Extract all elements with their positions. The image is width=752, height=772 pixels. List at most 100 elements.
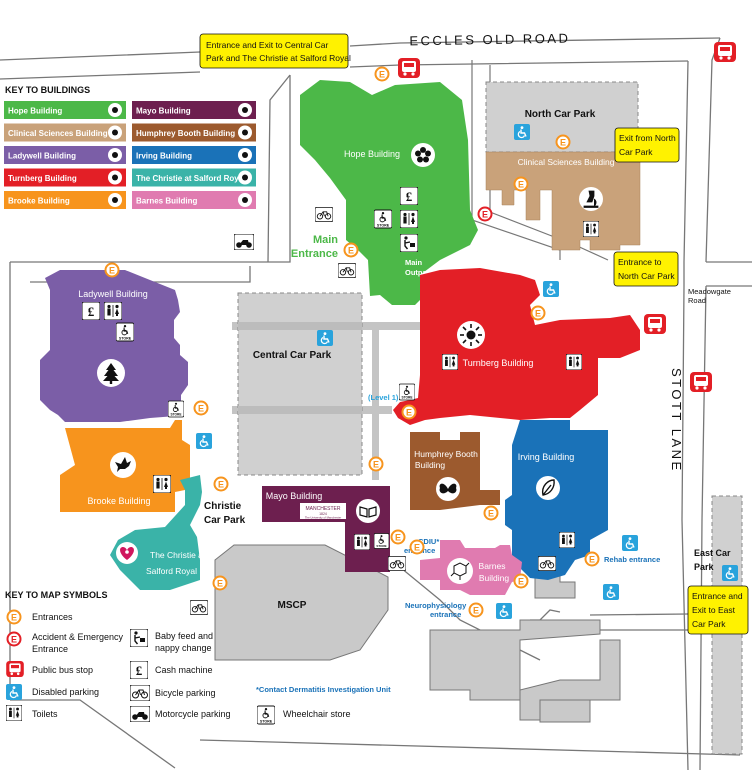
book-icon [356, 499, 380, 523]
christie-car-park-label-2: Car Park [204, 515, 246, 526]
key-building-swatch [132, 146, 256, 164]
key-building-label: Hope Building [8, 107, 62, 116]
key-symbol-label: Toilets [32, 709, 58, 719]
toilets-icon [442, 354, 458, 370]
key-building-swatch [4, 123, 126, 142]
leaf-icon-glyph [242, 152, 248, 158]
bicycle-icon [315, 207, 333, 222]
key-building-label: Clinical Sciences Building [8, 129, 108, 138]
callout-entrance-north-line1: Entrance to [618, 257, 662, 267]
central-car-park: Central Car Park [237, 292, 363, 476]
key-building-swatch [4, 168, 126, 187]
wheelchair-store-icon [168, 400, 184, 418]
humphrey-label-2: Building [415, 460, 446, 470]
central-car-park-label: Central Car Park [253, 350, 332, 361]
key-building-label: Ladywell Building [8, 152, 76, 161]
baby-feed-icon [130, 629, 148, 647]
east-car-park-label-1: East Car [694, 548, 731, 558]
disabled-parking-icon [196, 433, 212, 449]
key-symbol-label: Disabled parking [32, 687, 99, 697]
humphrey-label-1: Humphrey Booth [414, 449, 478, 459]
meadowgate-road-label-2: Road [688, 296, 706, 305]
cash-machine-icon [130, 661, 148, 679]
hope-building-label: Hope Building [344, 149, 400, 159]
bird-icon [110, 452, 136, 478]
disabled-parking-icon [543, 281, 559, 297]
key-building-swatch [4, 101, 126, 119]
callout-exit-north: Exit from North Car Park [614, 127, 680, 163]
toilets-icon [6, 705, 22, 721]
manchester-logo-icon-glyph [242, 107, 248, 113]
bird-icon-glyph [112, 197, 118, 203]
eccles-old-road-label: ECCLES OLD ROAD [409, 31, 570, 49]
entrance-icon [513, 176, 529, 192]
christie-heart-icon-glyph [242, 174, 248, 181]
key-symbols-title: KEY TO MAP SYMBOLS [5, 590, 108, 600]
stott-lane-label: STOTT LANE [669, 368, 684, 473]
butterfly-icon [436, 477, 460, 501]
christie-building: The Christie at Salford Royal [110, 475, 206, 590]
entrance-icon [193, 400, 209, 416]
key-building-label: The Christie at Salford Royal [136, 174, 245, 183]
bus-icon [714, 42, 736, 62]
wheelchair-store-icon [374, 532, 389, 550]
north-car-park-label: North Car Park [525, 109, 596, 120]
entrance-icon [555, 134, 571, 150]
bicycle-icon [338, 263, 356, 278]
key-buildings-title: KEY TO BUILDINGS [5, 85, 90, 95]
mayo-label: Mayo Building [266, 491, 323, 501]
irving-label: Irving Building [518, 452, 575, 462]
key-building-swatch [4, 191, 126, 209]
entrance-icon [368, 456, 384, 472]
east-car-park-label-2: Park [694, 562, 715, 572]
callout-east-line2: Exit to East [692, 605, 736, 615]
internal-road-north [471, 60, 561, 260]
christie-label-1: The Christie at [150, 550, 206, 560]
key-symbol-label-2: nappy change [155, 643, 212, 653]
disabled-parking-icon [722, 565, 738, 581]
microscope-icon [579, 187, 603, 211]
entrance-icon [530, 305, 546, 321]
hope-building: Hope Building Main Outpatients [300, 80, 478, 305]
rehab-entrance-label: Rehab entrance [604, 555, 660, 564]
callout-top-line1: Entrance and Exit to Central Car [206, 40, 329, 50]
unnamed-buildings [429, 574, 621, 723]
baby-feed-icon [400, 234, 418, 252]
bus-icon [690, 372, 712, 392]
key-building-swatch [132, 168, 256, 187]
key-to-map-symbols: KEY TO MAP SYMBOLS Entrances Accident & … [5, 590, 391, 725]
flower-icon [411, 143, 435, 167]
butterfly-icon-glyph [242, 129, 248, 136]
molecule-icon-glyph [242, 197, 248, 203]
bicycle-icon [130, 685, 150, 701]
key-symbol-label: Entrances [32, 612, 73, 622]
callout-entrance-north: Entrance to North Car Park [613, 251, 679, 287]
key-building-label: Brooke Building [8, 197, 70, 206]
bicycle-icon [388, 556, 406, 571]
callout-east-line3: Car Park [692, 619, 726, 629]
key-building-label: Turnberg Building [8, 174, 77, 183]
key-symbol-label: Bicycle parking [155, 688, 216, 698]
wheelchair-store-icon [257, 705, 275, 725]
key-building-swatch [4, 146, 126, 164]
turnberg-building: Turnberg Building [393, 268, 640, 425]
callout-top-line2: Park and The Christie at Salford Royal [206, 53, 351, 63]
entrance-icon [584, 551, 600, 567]
christie-car-park-label-1: Christie [204, 501, 242, 512]
neuro-entrance-label-1: Neurophysiology [405, 601, 467, 610]
brooke-label: Brooke Building [87, 496, 150, 506]
meadowgate-road-label-1: Meadowgate [688, 287, 731, 296]
wheelchair-store-icon [399, 383, 415, 401]
main-outpatients-label-2: Outpatients [405, 268, 447, 277]
irving-building: Irving Building [505, 420, 608, 580]
bus-icon [644, 314, 666, 334]
entrance-icon [6, 609, 22, 625]
bus-icon [398, 58, 420, 78]
sun-icon [457, 321, 485, 349]
entrance-icon [390, 529, 406, 545]
christie-heart-icon [116, 542, 138, 564]
key-symbol-label-2: Entrance [32, 644, 68, 654]
main-entrance-label-1: Main [313, 234, 338, 246]
sun-icon-glyph [112, 174, 118, 181]
